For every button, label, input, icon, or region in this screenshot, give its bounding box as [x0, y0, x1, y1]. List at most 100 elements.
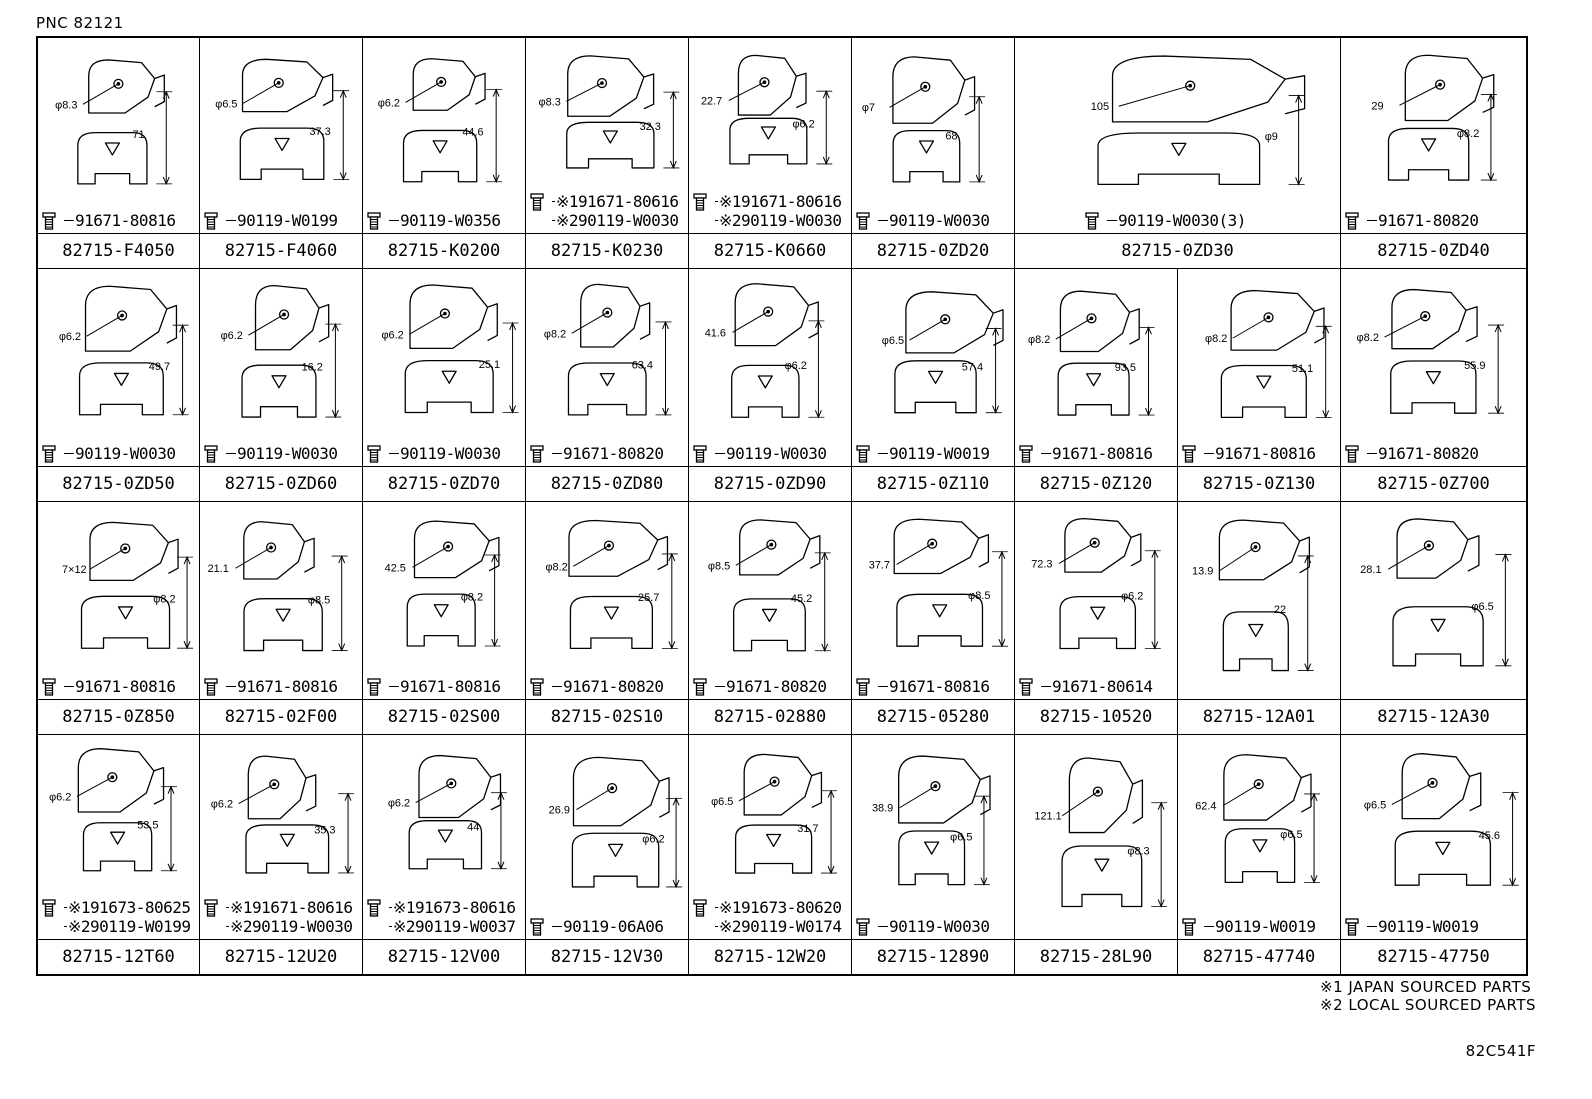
part-number[interactable]: 82715-0Z110 [852, 466, 1014, 501]
fastener-number[interactable]: ※191673-80620 [719, 898, 842, 917]
part-number[interactable]: 82715-0ZD20 [852, 233, 1014, 268]
fastener-number[interactable]: ※290119-W0030 [556, 211, 679, 230]
part-number[interactable]: 82715-0ZD40 [1341, 233, 1526, 268]
part-number[interactable]: 82715-02880 [689, 699, 851, 734]
fastener-number[interactable]: 91671-80820 [726, 677, 827, 696]
fastener-number[interactable]: ※290119-W0199 [68, 917, 191, 936]
fastener-number[interactable]: 90119-W0030 [75, 444, 176, 463]
part-number[interactable]: 82715-0Z700 [1341, 466, 1526, 501]
fastener-number[interactable]: 90119-W0030 [400, 444, 501, 463]
fastener-number[interactable]: 91671-80816 [237, 677, 338, 696]
fastener-number[interactable]: 91671-80816 [400, 677, 501, 696]
fastener-number[interactable]: 91671-80816 [1052, 444, 1153, 463]
part-number[interactable]: 82715-12V30 [526, 939, 688, 974]
part-number[interactable]: 82715-12A01 [1178, 699, 1340, 734]
fastener-number[interactable]: 91671-80816 [889, 677, 990, 696]
fastener-number[interactable]: ※191673-80625 [68, 898, 191, 917]
part-number[interactable]: 82715-F4050 [38, 233, 199, 268]
part-number[interactable]: 82715-K0200 [363, 233, 525, 268]
fastener-number[interactable]: 90119-W0030 [726, 444, 827, 463]
fastener-number[interactable]: 90119-W0019 [889, 444, 990, 463]
part-number[interactable]: 82715-47750 [1341, 939, 1526, 974]
part-number[interactable]: 82715-F4060 [200, 233, 362, 268]
part-number[interactable]: 82715-K0230 [526, 233, 688, 268]
fastener-number[interactable]: 91671-80820 [563, 444, 664, 463]
fastener-number[interactable]: ※191671-80616 [719, 192, 842, 211]
part-number[interactable]: 82715-02F00 [200, 699, 362, 734]
part-number[interactable]: 82715-K0660 [689, 233, 851, 268]
part-number[interactable]: 82715-05280 [852, 699, 1014, 734]
fastener-number[interactable]: 90119-W0019 [1378, 917, 1479, 936]
fastener-number[interactable]: 91671-80816 [75, 211, 176, 230]
fastener-number[interactable]: 90119-W0199 [237, 211, 338, 230]
part-number[interactable]: 82715-0Z130 [1178, 466, 1340, 501]
fastener-number[interactable]: 91671-80820 [1378, 444, 1479, 463]
fastener-number[interactable]: 90119-06A06 [563, 917, 664, 936]
fastener-number[interactable]: ※191671-80616 [230, 898, 353, 917]
fastener-number[interactable]: 90119-W0030(3) [1118, 211, 1246, 230]
fastener-number[interactable]: 90119-W0356 [400, 211, 501, 230]
part-number[interactable]: 82715-02S10 [526, 699, 688, 734]
fastener-number[interactable]: 91671-80816 [1215, 444, 1316, 463]
part-number[interactable]: 82715-0ZD50 [38, 466, 199, 501]
fastener-number[interactable]: ※191673-80616 [393, 898, 516, 917]
fastener-number[interactable]: ※290119-W0030 [719, 211, 842, 230]
part-number[interactable]: 82715-0ZD30 [1015, 233, 1340, 268]
fastener-number[interactable]: 90119-W0019 [1215, 917, 1316, 936]
part-number[interactable]: 82715-02S00 [363, 699, 525, 734]
fastener-number[interactable]: ※290119-W0174 [719, 917, 842, 936]
part-number[interactable]: 82715-12U20 [200, 939, 362, 974]
part-number[interactable]: 82715-0Z120 [1015, 466, 1177, 501]
part-number[interactable]: 82715-12A30 [1341, 699, 1526, 734]
fastener-number[interactable]: 90119-W0030 [237, 444, 338, 463]
fastener-number[interactable]: 91671-80816 [75, 677, 176, 696]
part-number[interactable]: 82715-0ZD90 [689, 466, 851, 501]
part-number[interactable]: 82715-0ZD80 [526, 466, 688, 501]
part-number[interactable]: 82715-47740 [1178, 939, 1340, 974]
fastener-number[interactable]: 90119-W0030 [889, 211, 990, 230]
fastener-number[interactable]: 91671-80614 [1052, 677, 1153, 696]
part-number[interactable]: 82715-10520 [1015, 699, 1177, 734]
part-number[interactable]: 82715-12W20 [689, 939, 851, 974]
fastener-number[interactable]: ※290119-W0037 [393, 917, 516, 936]
fastener-number[interactable]: ※191671-80616 [556, 192, 679, 211]
part-number[interactable]: 82715-0ZD60 [200, 466, 362, 501]
part-number[interactable]: 82715-28L90 [1015, 939, 1177, 974]
part-number[interactable]: 82715-0ZD70 [363, 466, 525, 501]
part-number[interactable]: 82715-12890 [852, 939, 1014, 974]
fastener-number[interactable]: 91671-80820 [563, 677, 664, 696]
part-number[interactable]: 82715-12V00 [363, 939, 525, 974]
